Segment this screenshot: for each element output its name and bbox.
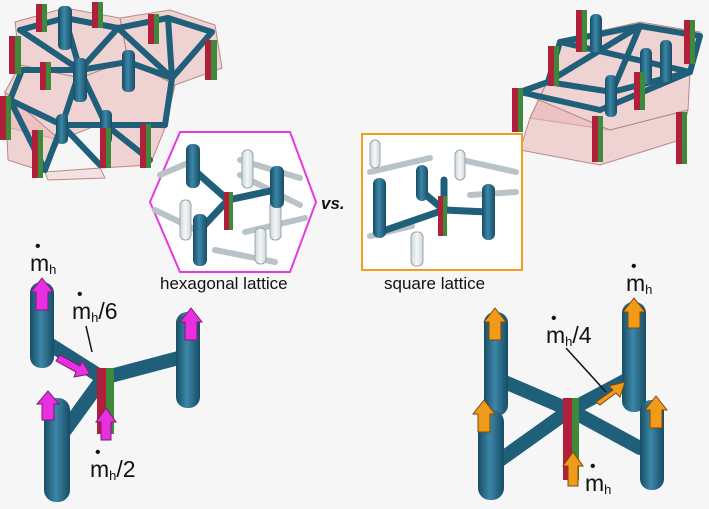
hex-inset bbox=[148, 131, 318, 273]
square-branch-leader bbox=[565, 347, 607, 393]
square-flow-diagram bbox=[471, 297, 669, 500]
square-inlet-flow-label: mh bbox=[585, 470, 611, 497]
hex-posts bbox=[56, 6, 135, 144]
hex-inset-ghost-posts bbox=[179, 149, 282, 265]
hex-nodes bbox=[0, 2, 217, 178]
hex-inset-posts bbox=[186, 144, 284, 266]
hex-inset-node bbox=[224, 192, 233, 230]
square-flow-arrows bbox=[471, 297, 669, 487]
square-flow-node bbox=[563, 398, 579, 480]
hex-flow-diagram bbox=[29, 277, 204, 502]
square-lattice-overview bbox=[512, 10, 703, 166]
hex-total-flow-label: mh bbox=[30, 250, 56, 277]
hex-flow-node bbox=[97, 368, 114, 434]
hex-branch-flow-label: mh/6 bbox=[72, 298, 118, 325]
square-inset bbox=[361, 133, 523, 271]
square-inset-posts bbox=[373, 165, 495, 240]
comparison-label: vs. bbox=[321, 194, 345, 213]
square-inset-ghost-posts bbox=[369, 139, 466, 267]
square-inset-node bbox=[438, 196, 447, 236]
hex-branch-leader bbox=[85, 325, 93, 353]
square-nodes bbox=[512, 10, 695, 164]
square-posts bbox=[590, 14, 672, 117]
hex-flow-arrows bbox=[29, 277, 204, 441]
square-inset-caption: square lattice bbox=[384, 274, 486, 293]
hex-half-flow-label: mh/2 bbox=[90, 456, 136, 483]
hex-lattice-overview bbox=[0, 2, 223, 181]
hex-inset-caption: hexagonal lattice bbox=[160, 274, 288, 293]
square-branch-flow-label: mh/4 bbox=[546, 322, 592, 349]
square-total-flow-label: mh bbox=[626, 270, 652, 297]
square-inset-border bbox=[361, 133, 523, 271]
hex-pipes bbox=[7, 15, 215, 173]
